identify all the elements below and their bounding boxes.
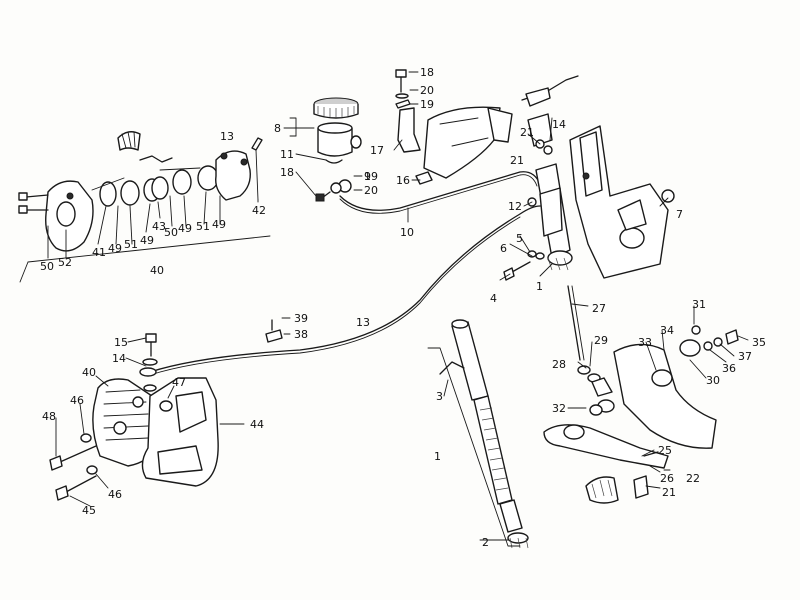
callout-14: 14 bbox=[552, 118, 566, 131]
callout-44: 44 bbox=[250, 418, 264, 431]
callout-13: 13 bbox=[356, 316, 370, 329]
callout-labels: 18 20 19 8 11 18 19 20 17 16 10 12 21 21… bbox=[40, 66, 766, 549]
callout-42: 42 bbox=[252, 204, 266, 217]
callout-6: 6 bbox=[500, 242, 507, 255]
callout-43: 43 bbox=[152, 220, 166, 233]
callout-33: 33 bbox=[638, 336, 652, 349]
callout-45: 45 bbox=[82, 504, 96, 517]
callout-16: 16 bbox=[396, 174, 410, 187]
leader-lines bbox=[47, 71, 749, 541]
callout-21: 21 bbox=[510, 154, 524, 167]
callout-17: 17 bbox=[370, 144, 384, 157]
callout-37: 37 bbox=[738, 350, 752, 363]
callout-50: 50 bbox=[40, 260, 54, 273]
callout-18: 18 bbox=[280, 166, 294, 179]
callout-1: 1 bbox=[536, 280, 543, 293]
exploded-rear-caliper bbox=[18, 131, 271, 283]
callout-9: 9 bbox=[364, 170, 371, 183]
bracket-and-cover bbox=[395, 69, 513, 185]
callout-27: 27 bbox=[592, 302, 606, 315]
rear-caliper-assembly bbox=[49, 333, 219, 501]
reservoir bbox=[313, 97, 362, 202]
callout-26: 26 bbox=[660, 472, 674, 485]
callout-41: 41 bbox=[92, 246, 106, 259]
callout-46: 46 bbox=[108, 488, 122, 501]
callout-3: 3 bbox=[436, 390, 443, 403]
callout-30: 30 bbox=[706, 374, 720, 387]
callout-40: 40 bbox=[150, 264, 164, 277]
callout-38: 38 bbox=[294, 328, 308, 341]
callout-49: 49 bbox=[178, 222, 192, 235]
callout-20: 20 bbox=[364, 184, 378, 197]
callout-2: 2 bbox=[482, 536, 489, 549]
callout-40: 40 bbox=[82, 366, 96, 379]
callout-46: 46 bbox=[70, 394, 84, 407]
callout-49: 49 bbox=[140, 234, 154, 247]
callout-22: 22 bbox=[686, 472, 700, 485]
callout-11: 11 bbox=[280, 148, 294, 161]
callout-48: 48 bbox=[42, 410, 56, 423]
callout-12: 12 bbox=[508, 200, 522, 213]
brake-pedal-assembly bbox=[543, 285, 739, 504]
callout-29: 29 bbox=[594, 334, 608, 347]
callout-36: 36 bbox=[722, 362, 736, 375]
callout-15: 15 bbox=[114, 336, 128, 349]
callout-47: 47 bbox=[172, 376, 186, 389]
reservoir-hose bbox=[339, 171, 541, 211]
callout-20: 20 bbox=[420, 84, 434, 97]
callout-51: 51 bbox=[196, 220, 210, 233]
master-cylinder bbox=[503, 75, 675, 281]
callout-1: 1 bbox=[434, 450, 441, 463]
callout-4: 4 bbox=[490, 292, 497, 305]
callout-14: 14 bbox=[112, 352, 126, 365]
callout-34: 34 bbox=[660, 324, 674, 337]
callout-28: 28 bbox=[552, 358, 566, 371]
callout-21: 21 bbox=[662, 486, 676, 499]
callout-19: 19 bbox=[364, 170, 378, 183]
callout-50: 50 bbox=[164, 226, 178, 239]
callout-21: 21 bbox=[520, 126, 534, 139]
callout-13: 13 bbox=[220, 130, 234, 143]
callout-19: 19 bbox=[420, 98, 434, 111]
callout-35: 35 bbox=[752, 336, 766, 349]
callout-18: 18 bbox=[420, 66, 434, 79]
callout-32: 32 bbox=[552, 402, 566, 415]
callout-49: 49 bbox=[212, 218, 226, 231]
callout-25: 25 bbox=[658, 444, 672, 457]
callout-39: 39 bbox=[294, 312, 308, 325]
callout-49: 49 bbox=[108, 242, 122, 255]
callout-51: 51 bbox=[124, 238, 138, 251]
callout-31: 31 bbox=[692, 298, 706, 311]
callout-10: 10 bbox=[400, 226, 414, 239]
rear-master-cylinder bbox=[427, 319, 529, 549]
brake-line bbox=[149, 205, 541, 373]
callout-7: 7 bbox=[676, 208, 683, 221]
callout-8: 8 bbox=[274, 122, 281, 135]
callout-52: 52 bbox=[58, 256, 72, 269]
callout-5: 5 bbox=[516, 232, 523, 245]
